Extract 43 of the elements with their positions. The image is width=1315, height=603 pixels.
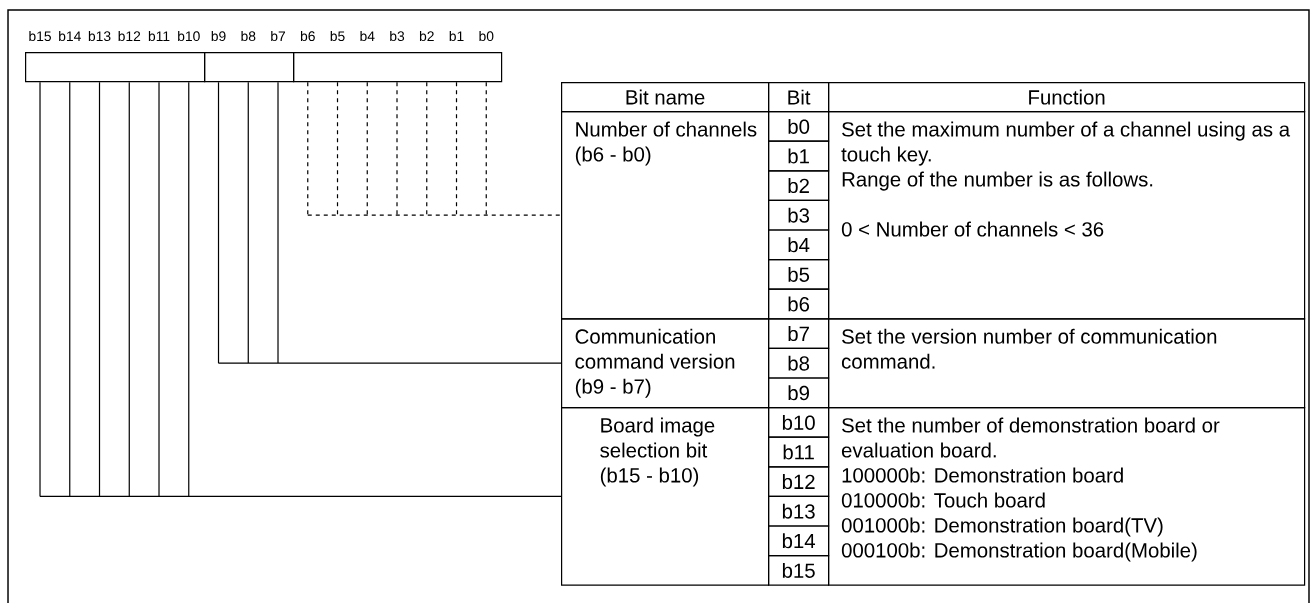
bit-cell: b11 — [768, 436, 830, 468]
bit-cell: b10 — [768, 407, 830, 438]
bit-name-cell: Communication command version (b9 - b7) — [561, 318, 770, 409]
label: Set the number of demonstration board or evaluation board. — [841, 417, 1220, 458]
bit-cell: b12 — [768, 466, 830, 497]
bit-label: b8 — [241, 30, 256, 42]
header-cell: Function — [828, 82, 1306, 113]
header-cell: Bit name — [561, 82, 770, 113]
header-cell: Bit — [768, 82, 830, 113]
bit-cell: b5 — [768, 259, 830, 290]
register-field — [293, 52, 503, 83]
bit-cell: b13 — [768, 495, 830, 527]
bit-label: b7 — [271, 30, 285, 42]
bit-cell: b0 — [768, 111, 830, 142]
bit-cell: b7 — [768, 318, 830, 349]
bit-label: b9 — [211, 30, 226, 42]
bit-label: b6 — [300, 30, 315, 42]
bit-cell: b1 — [768, 140, 830, 172]
bit-cell: b9 — [768, 377, 830, 409]
bit-cell: b6 — [768, 288, 830, 320]
leader-line — [307, 81, 562, 216]
register-field — [25, 52, 206, 83]
function-cell: Set the number of demonstration board or evaluation board. 100000b: Demonstration board 010000b: Touch board 001000b: Demonstration board(TV) 000100b: Demonstration board(Mobile) — [828, 407, 1306, 586]
label: 000100b: Demonstration board(Mobile) — [841, 542, 1197, 562]
bit-cell: b4 — [768, 229, 830, 261]
function-cell: Set the maximum number of a channel using as a touch key. Range of the number is as follows. 0 < Number of channels < 36 — [828, 111, 1306, 320]
leader-line — [217, 81, 562, 364]
bit-cell: b15 — [768, 555, 830, 586]
bit-cell: b2 — [768, 170, 830, 201]
bit-name-cell: Board image selection bit (b15 - b10) — [561, 407, 770, 586]
label: 001000b: Demonstration board(TV) — [841, 517, 1163, 537]
label: 100000b: Demonstration board — [842, 467, 1123, 483]
bit-name-cell: Number of channels (b6 - b0) — [561, 111, 770, 320]
bit-label: b5 — [330, 30, 345, 42]
function-cell: Set the version number of communication command. — [828, 318, 1306, 409]
leader-line — [39, 81, 562, 497]
bit-cell: b3 — [768, 199, 830, 231]
bit-cell: b14 — [768, 525, 830, 557]
register-field — [204, 52, 295, 83]
label: 010000b: Touch board — [841, 492, 1045, 508]
bit-label: b10 — [178, 30, 200, 42]
bit-cell: b8 — [768, 347, 830, 379]
bit-label: b11 — [148, 30, 170, 42]
